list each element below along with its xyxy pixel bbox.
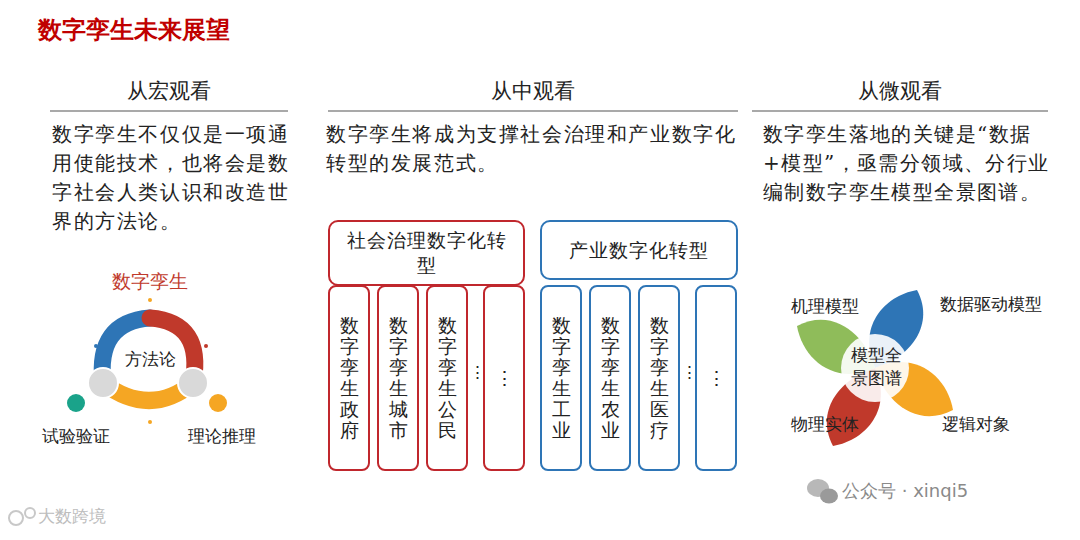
group-label: 社会治理数字化转型 xyxy=(330,228,523,277)
column-heading: 从微观看 xyxy=(752,78,1048,104)
model-label: 物理实体 xyxy=(780,414,870,435)
category-column: ⋮ xyxy=(483,285,525,471)
column-label: 数字孪生城市 xyxy=(389,315,408,440)
column-label: 数字孪生公民 xyxy=(438,315,457,440)
category-column: 数字孪生城市 xyxy=(377,285,419,471)
ellipsis-mark: ⋮ xyxy=(681,362,694,383)
column-label: ⋮ xyxy=(495,368,514,389)
ring-label: 试验验证 xyxy=(34,426,118,447)
category-column: 数字孪生公民 xyxy=(426,285,468,471)
category-column: ⋮ xyxy=(695,285,737,471)
ring-title: 数字孪生 xyxy=(90,270,210,294)
column-heading: 从宏观看 xyxy=(50,78,288,104)
column-label: 数字孪生医疗 xyxy=(650,315,669,440)
ellipsis-mark: ⋮ xyxy=(469,362,482,383)
model-label: 逻辑对象 xyxy=(926,414,1026,435)
watermark: 公众号 · xinqi5 xyxy=(842,480,1062,503)
column-heading: 从中观看 xyxy=(328,78,738,104)
category-column: 数字孪生农业 xyxy=(589,285,631,471)
column-label: 数字孪生政府 xyxy=(340,315,359,440)
group-header-box: 社会治理数字化转型 xyxy=(328,220,525,286)
group-header-box: 产业数字化转型 xyxy=(540,220,738,280)
group-label: 产业数字化转型 xyxy=(559,238,719,263)
heading-rule xyxy=(752,110,1048,111)
category-column: 数字孪生政府 xyxy=(328,285,370,471)
methodology-ring xyxy=(67,298,227,424)
category-column: 数字孪生医疗 xyxy=(638,285,680,471)
body-text: 数字孪生落地的关键是“数据+模型”，亟需分领域、分行业编制数字孪生模型全景图谱。 xyxy=(763,120,1061,207)
column-label: ⋮ xyxy=(707,368,726,389)
body-text: 数字孪生不仅仅是一项通用使能技术，也将会是数字社会人类认识和改造世界的方法论。 xyxy=(52,120,294,236)
ring-label: 理论推理 xyxy=(180,426,264,447)
column-label: 数字孪生工业 xyxy=(552,315,571,440)
column-label: 数字孪生农业 xyxy=(601,315,620,440)
category-column: 数字孪生工业 xyxy=(540,285,582,471)
wechat-icon xyxy=(807,479,838,504)
flower-center-label: 模型全景图谱 xyxy=(848,344,904,390)
slide-title: 数字孪生未来展望 xyxy=(38,14,230,46)
watermark: 大数跨境 xyxy=(38,506,138,527)
ring-center-label: 方法论 xyxy=(120,349,180,370)
watermark-icon xyxy=(9,508,35,525)
model-label: 机理模型 xyxy=(780,296,870,317)
model-label: 数据驱动模型 xyxy=(926,294,1056,315)
heading-rule xyxy=(328,110,738,111)
body-text: 数字孪生将成为支撑社会治理和产业数字化转型的发展范式。 xyxy=(326,120,746,178)
heading-rule xyxy=(50,110,288,111)
